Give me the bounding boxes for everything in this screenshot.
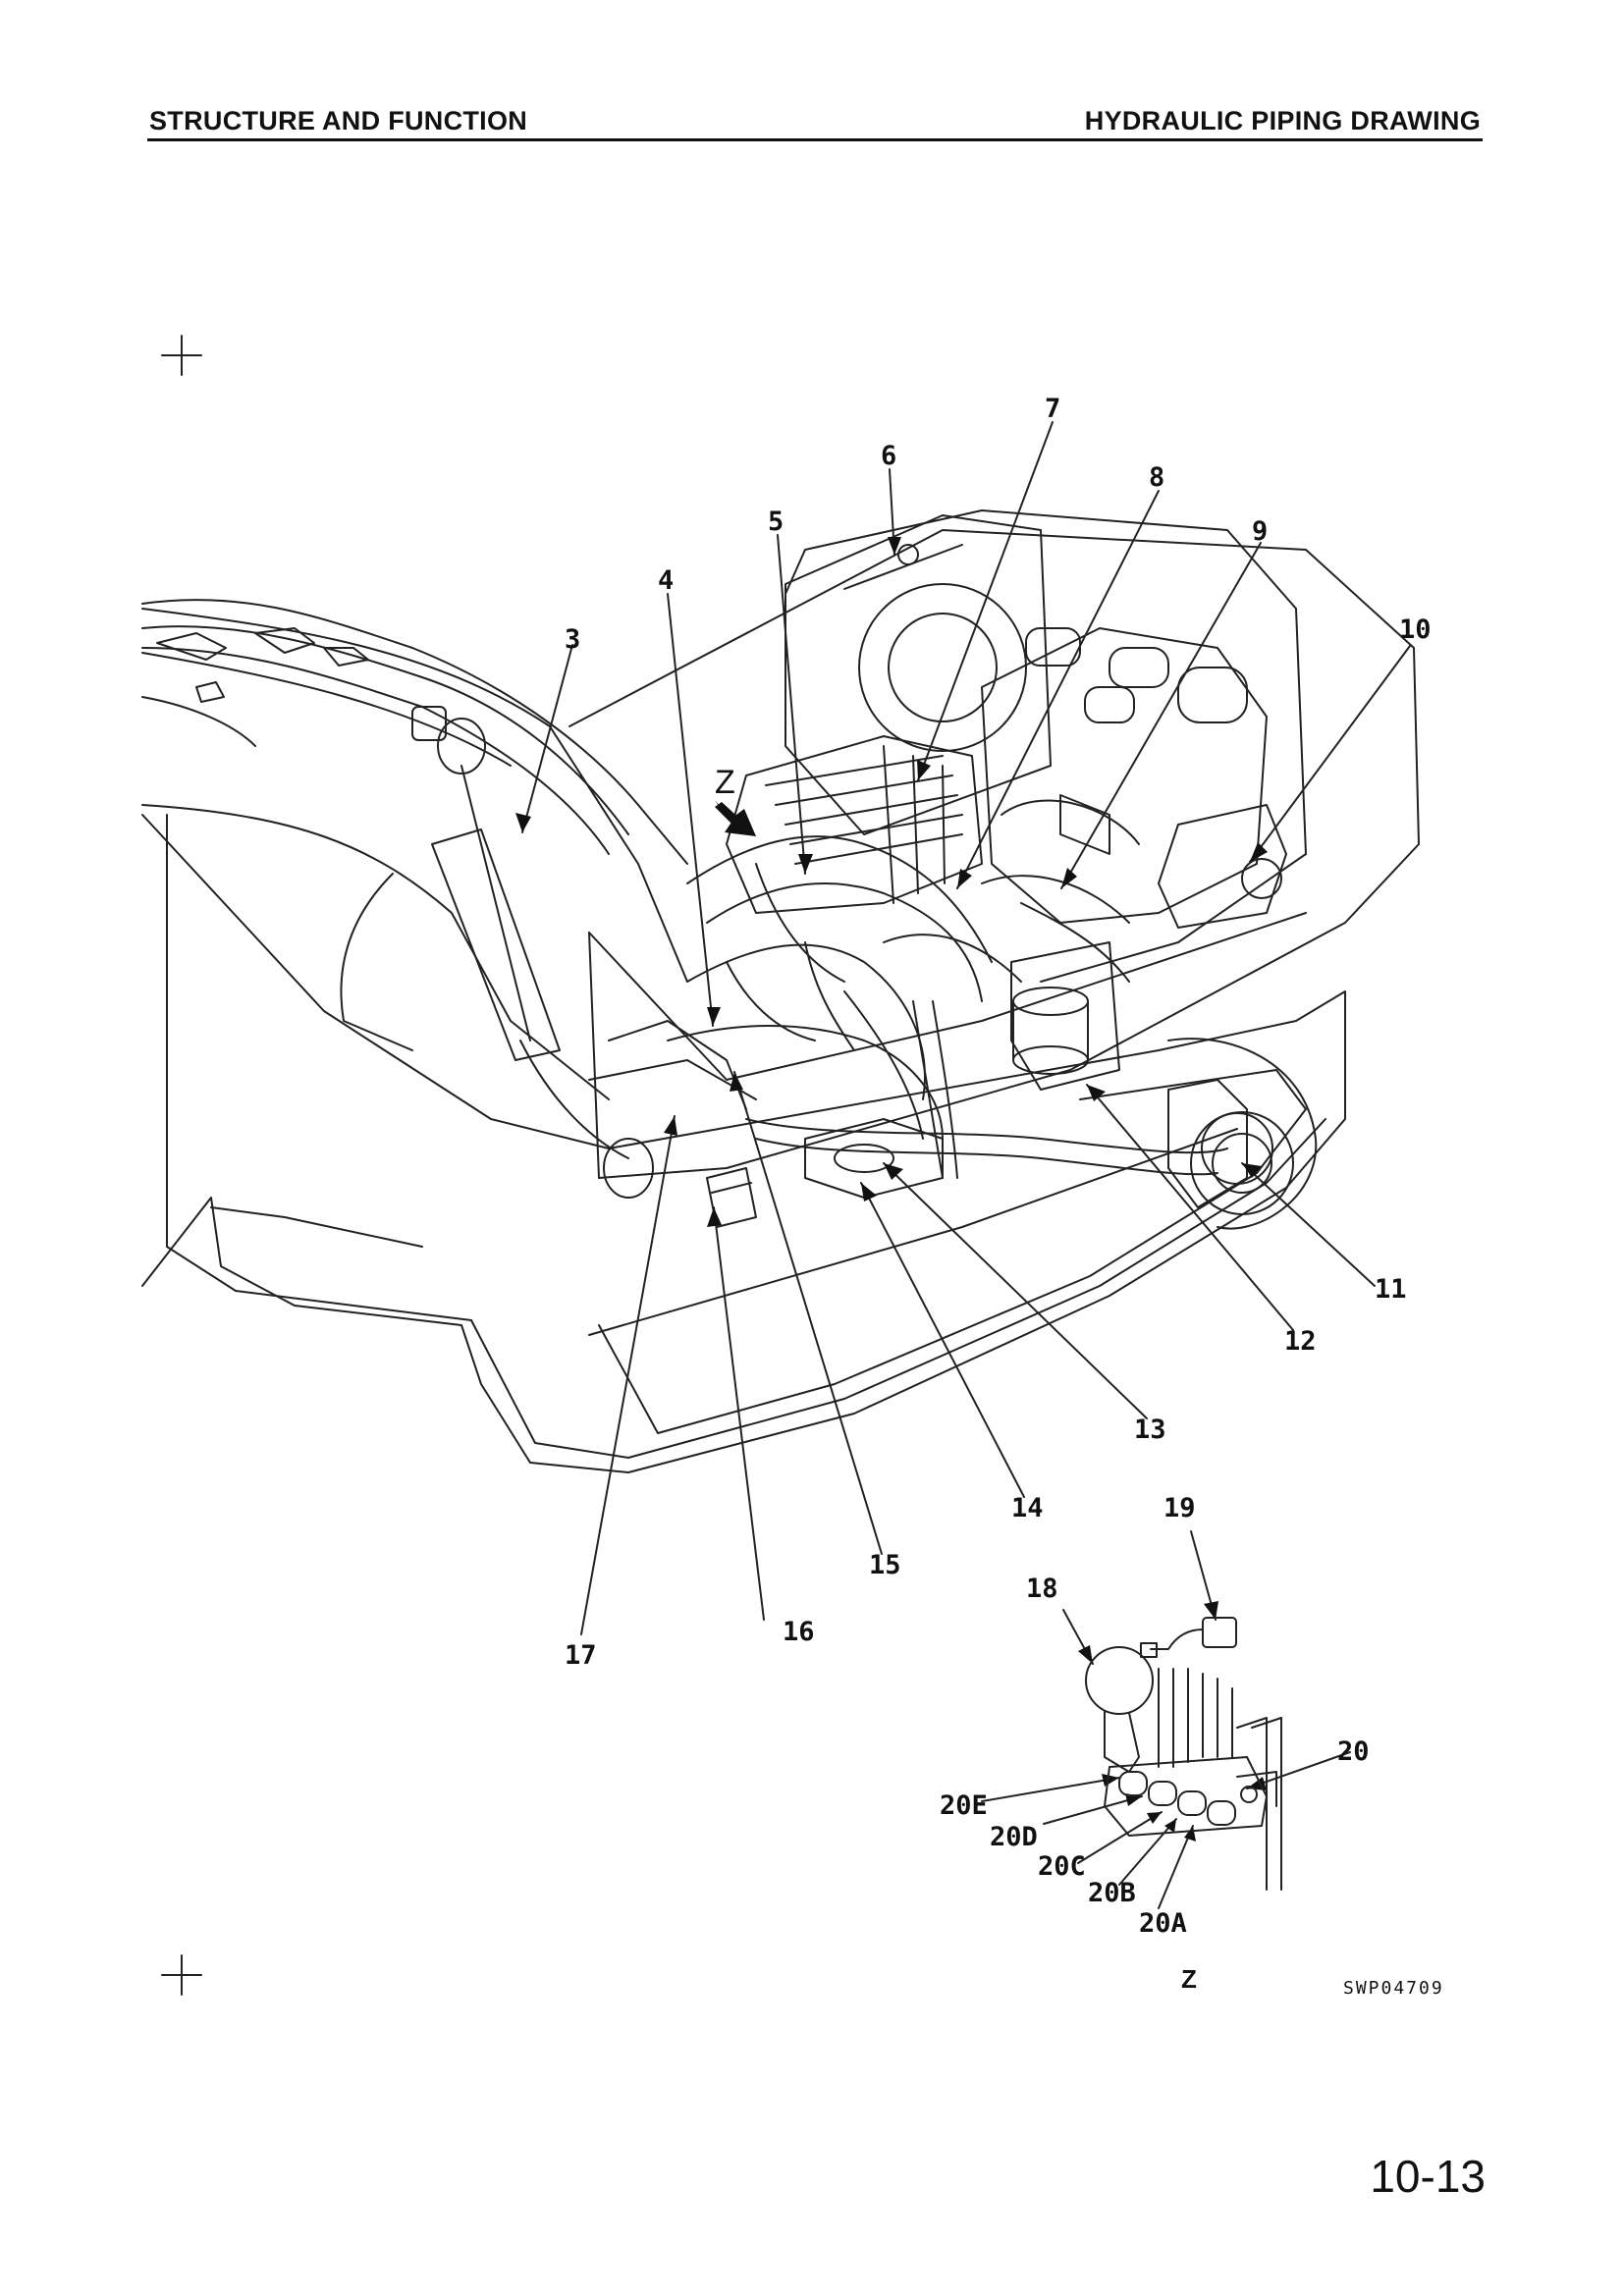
- leader-arrowheads: [515, 537, 1268, 1842]
- callout-17: 17: [565, 1640, 597, 1671]
- callout-7: 7: [1045, 394, 1060, 424]
- boom-hoses: [141, 599, 688, 865]
- callout-20d: 20D: [990, 1822, 1038, 1852]
- track-frame: [141, 814, 1346, 1473]
- solenoid-valve-assembly: [1104, 1668, 1282, 1891]
- callout-20: 20: [1337, 1736, 1370, 1767]
- piping-network: [588, 835, 1228, 1179]
- engine: [981, 627, 1268, 924]
- callout-20e: 20E: [940, 1790, 988, 1821]
- boom: [141, 608, 688, 1100]
- callout-20a: 20A: [1139, 1908, 1187, 1939]
- registration-mark-top: [161, 335, 202, 376]
- boom-cylinder: [411, 706, 654, 1199]
- callout-9: 9: [1252, 516, 1268, 547]
- section-title: STRUCTURE AND FUNCTION: [149, 106, 528, 135]
- drawing-reference: SWP04709: [1343, 1978, 1444, 1999]
- revolving-frame: [568, 509, 1420, 1179]
- radiator: [784, 514, 1052, 835]
- callout-19: 19: [1163, 1493, 1196, 1523]
- callout-4: 4: [658, 565, 674, 596]
- callout-16: 16: [783, 1617, 815, 1647]
- center-swivel-joint: [804, 1118, 944, 1199]
- callout-20c: 20C: [1038, 1851, 1086, 1882]
- view-label-z: Z: [715, 764, 735, 801]
- callout-10: 10: [1399, 614, 1432, 645]
- pressure-switch: [1140, 1617, 1237, 1658]
- hydraulic-pump: [1158, 804, 1287, 929]
- callout-13: 13: [1134, 1415, 1166, 1445]
- callout-11: 11: [1375, 1274, 1407, 1305]
- callout-18: 18: [1026, 1574, 1058, 1604]
- page-number: 10-13: [1370, 2151, 1486, 2202]
- callout-3: 3: [565, 624, 580, 655]
- travel-motor: [1167, 1079, 1273, 1208]
- callout-6: 6: [881, 441, 896, 471]
- detail-label-z: Z: [1181, 1964, 1197, 1994]
- callout-12: 12: [1284, 1326, 1317, 1357]
- registration-mark-bottom: [161, 1954, 202, 1996]
- callout-14: 14: [1011, 1493, 1044, 1523]
- view-z-arrow: [715, 800, 756, 836]
- callout-5: 5: [768, 507, 784, 537]
- callout-20b: 20B: [1088, 1878, 1136, 1908]
- callout-15: 15: [869, 1550, 901, 1580]
- page-topic: HYDRAULIC PIPING DRAWING: [1084, 106, 1481, 135]
- accumulator: [1085, 1646, 1154, 1773]
- callout-labels: 3 4 5 6 7 8 9 10 11 12 13 14 15 16 17 18…: [565, 394, 1432, 1939]
- callout-8: 8: [1149, 462, 1164, 493]
- header-rule: [147, 138, 1483, 141]
- leader-lines: [521, 421, 1411, 1909]
